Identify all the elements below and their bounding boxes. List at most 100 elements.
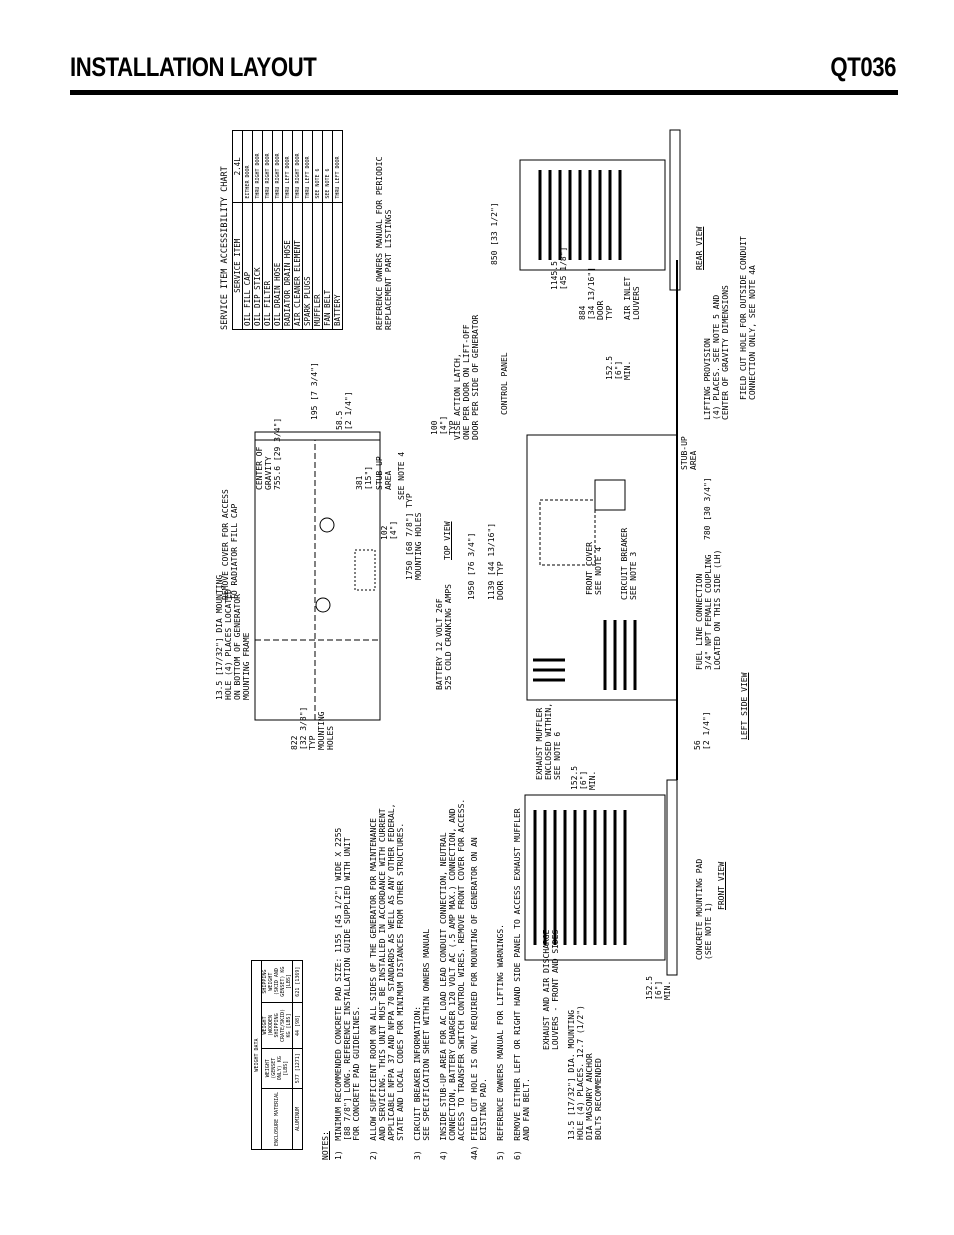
see-note-4: SEE NOTE 4 <box>397 451 406 500</box>
notes-heading: NOTES: <box>321 1131 330 1160</box>
access: THRU RIGHT DOOR <box>272 130 283 203</box>
service-item: SPARK PLUGS <box>302 202 313 330</box>
dim-780: 780 [30 3/4"] <box>703 477 712 540</box>
control-panel-label: CONTROL PANEL <box>500 352 509 415</box>
weight-title: WEIGHT DATA <box>251 960 262 1150</box>
header-rule <box>70 90 898 95</box>
dim-152-side: 152.5 [6"] MIN. <box>605 355 632 380</box>
dim-152-front-a: 152.5 [6"] MIN. <box>570 765 597 790</box>
access: THRU RIGHT DOOR <box>252 130 263 203</box>
installation-drawing: SERVICE ITEM ACCESSIBILITY CHART SERVICE… <box>215 120 905 1160</box>
rear-view-label: REAR VIEW <box>695 226 704 270</box>
model-number: QT036 <box>830 52 896 82</box>
concrete-pad-label: CONCRETE MOUNTING PAD (SEE NOTE 1) <box>695 858 713 960</box>
dim-1145: 1145.5 [45 1/8"] <box>550 246 568 290</box>
column-header: SERVICE ITEM <box>232 202 243 330</box>
cell: ALUMINUM <box>292 1088 303 1150</box>
reference-note: REFERENCE OWNERS MANUAL FOR PERIODIC REP… <box>375 156 393 330</box>
left-side-view-label: LEFT SIDE VIEW <box>740 672 749 740</box>
battery-label: BATTERY 12 VOLT 26F 525 COLD CRANKING AM… <box>435 584 453 690</box>
access: EITHER DOOR <box>242 130 253 203</box>
note-item: 3) CIRCUIT BREAKER INFORMATION: SEE SPEC… <box>413 928 431 1160</box>
front-view-outline <box>524 779 678 976</box>
page-title: INSTALLATION LAYOUT <box>70 52 317 82</box>
service-item: FAN BELT <box>322 202 333 330</box>
column-header: 2.4L <box>232 130 243 203</box>
access: THRU LEFT DOOR <box>332 130 343 203</box>
dim-152-front-b: 152.5 [6"] MIN. <box>645 975 672 1000</box>
note-item: 4) INSIDE STUB-UP AREA FOR AC LOAD LEAD … <box>439 798 466 1160</box>
dim-381: 381 [15"] <box>355 465 373 490</box>
front-view-label: FRONT VIEW <box>717 861 726 910</box>
access: THRU LEFT DOOR <box>302 130 313 203</box>
remove-cover-label: REMOVE COVER FOR ACCESS TO RADIATOR FILL… <box>221 489 239 600</box>
vise-latch-label: VISE ACTION LATCH, ONE PER DOOR ON LIFT-… <box>453 314 480 440</box>
rear-view-outline <box>519 129 681 291</box>
column-header: SHIPPING WEIGHT (SKID AND GENSET) KG [LB… <box>261 960 293 1003</box>
dim-58: 58.5 [2 1/4"] <box>335 391 353 430</box>
air-inlet-label: AIR INLET LOUVERS <box>623 276 641 320</box>
note-item: 1) MINIMUM RECOMMENDED CONCRETE PAD SIZE… <box>334 827 361 1160</box>
note-item: 2) ALLOW SUFFICIENT ROOM ON ALL SIDES OF… <box>369 803 405 1160</box>
cell: 577 [1271] <box>292 1048 303 1089</box>
field-cut-label: FIELD CUT HOLE FOR OUTSIDE CONDUIT CONNE… <box>739 236 757 400</box>
drawing-linework <box>254 129 681 976</box>
access: SEE NOTE 6 <box>312 130 323 203</box>
access: THRU RIGHT DOOR <box>262 130 273 203</box>
dim-850: 850 [33 1/2"] <box>490 202 499 265</box>
column-header: ENCLOSURE MATERIAL <box>261 1088 293 1150</box>
access: SEE NOTE 6 <box>322 130 333 203</box>
note-item: 6) REMOVE EITHER LEFT OR RIGHT HAND SIDE… <box>513 808 531 1160</box>
access: THRU LEFT DOOR <box>282 130 293 203</box>
note-item: 4A) FIELD CUT HOLE IS ONLY REQUIRED FOR … <box>470 837 488 1160</box>
stub-up-label: STUB-UP AREA <box>375 456 393 490</box>
top-view-outline <box>254 431 381 721</box>
dim-102: 102 [4"] <box>380 520 398 540</box>
center-of-gravity-label: CENTER OF GRAVITY 755.6 [29 3/4"] <box>255 417 282 490</box>
cell: 44 [98] <box>292 1002 303 1049</box>
dim-56: 56 [2 1/4"] <box>693 711 711 750</box>
circuit-breaker-label: CIRCUIT BREAKER SEE NOTE 3 <box>620 527 638 600</box>
dim-1750: 1750 [68 7/8"] TYP MOUNTING HOLES <box>405 493 423 580</box>
front-cover-label: FRONT COVER SEE NOTE 4 <box>585 542 603 595</box>
exhaust-muffler-label: EXHAUST MUFFLER ENCLOSED WITHIN, SEE NOT… <box>535 702 562 780</box>
service-item: OIL DRAIN HOSE <box>272 202 283 330</box>
stub-up-area-label: STUB-UP AREA <box>680 436 698 470</box>
fuel-line-label: FUEL LINE CONNECTION 3/4" NPT FEMALE COU… <box>695 549 722 670</box>
service-item: BATTERY <box>332 202 343 330</box>
dim-195: 195 [7 3/4"] <box>310 362 319 420</box>
service-item: OIL FILL CAP <box>242 202 253 330</box>
notes: NOTES: 1) MINIMUM RECOMMENDED CONCRETE P… <box>321 690 531 1160</box>
service-item: OIL DIP STICK <box>252 202 263 330</box>
top-view-label: TOP VIEW <box>443 521 452 560</box>
lifting-label: LIFTING PROVISION (4) PLACES. SEE NOTE 5… <box>703 285 730 420</box>
service-item: RADIATOR DRAIN HOSE <box>282 202 293 330</box>
dim-822: 822 [32 3/8"] TYP MOUNTING HOLES <box>290 706 335 750</box>
left-side-view-outline <box>526 260 678 780</box>
service-item: AIR CLEANER ELEMENT <box>292 202 303 330</box>
dim-1139: 1139 [44 13/16"] DOOR TYP <box>487 522 505 600</box>
note-item: 5) REFERENCE OWNERS MANUAL FOR LIFTING W… <box>496 923 505 1160</box>
accessibility-chart-title: SERVICE ITEM ACCESSIBILITY CHART <box>220 166 230 330</box>
service-item: MUFFLER <box>312 202 323 330</box>
dim-884: 884 [34 13/16"] DOOR TYP <box>578 267 614 320</box>
column-header: WEIGHT (WOODEN SHIPPING CRATE/SKID) KG [… <box>261 1002 293 1049</box>
louvers-label: EXHAUST AND AIR DISCHARGE LOUVERS - FRON… <box>542 929 560 1050</box>
anchor-label: 13.5 [17/32"] DIA. MOUNTING HOLE (4) PLA… <box>567 1005 603 1140</box>
access: THRU RIGHT DOOR <box>292 130 303 203</box>
cell: 621 [1369] <box>292 960 303 1003</box>
